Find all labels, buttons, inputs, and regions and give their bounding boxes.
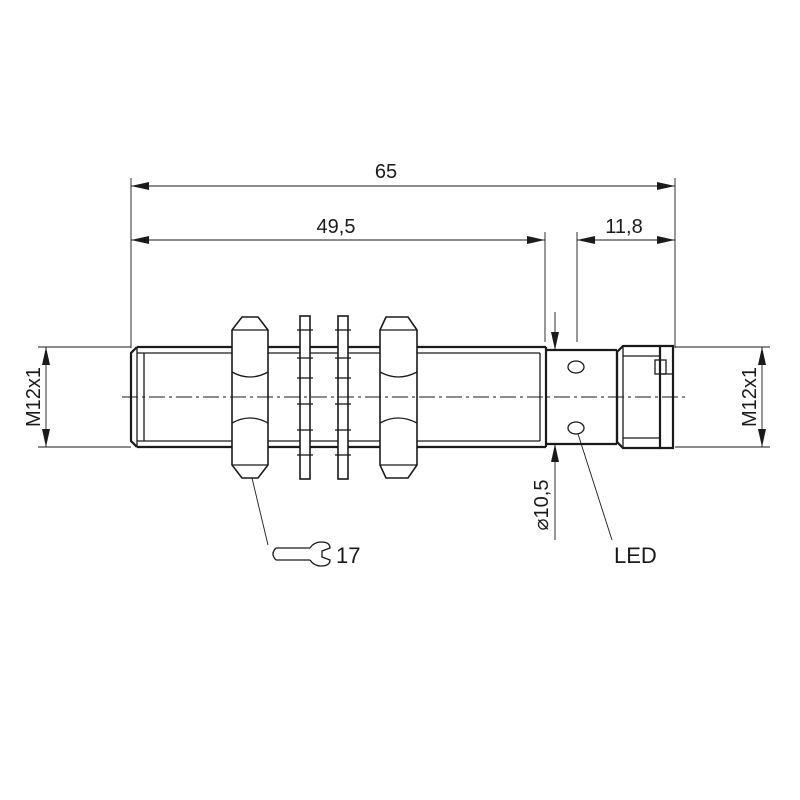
dimension-connector-length: 11,8 bbox=[577, 216, 675, 244]
dimension-thread-left: M12x1 bbox=[23, 347, 50, 447]
dimension-thread-right: M12x1 bbox=[739, 347, 766, 447]
dimension-diameter: ⌀10,5 bbox=[531, 312, 559, 540]
thread-right-label: M12x1 bbox=[739, 367, 761, 427]
extension-lines bbox=[38, 178, 770, 448]
led-window-top bbox=[567, 360, 585, 374]
connector-length-label: 11,8 bbox=[605, 216, 642, 238]
wrench-callout: 17 bbox=[251, 477, 360, 568]
wrench-size-label: 17 bbox=[336, 543, 360, 568]
overall-length-label: 65 bbox=[375, 161, 397, 183]
led-window-bottom bbox=[567, 421, 585, 435]
body-length-label: 49,5 bbox=[317, 216, 356, 238]
dimension-overall-length: 65 bbox=[131, 161, 675, 190]
led-callout: LED bbox=[577, 433, 657, 568]
diameter-label: ⌀10,5 bbox=[531, 480, 553, 531]
dimension-body-length: 49,5 bbox=[131, 216, 545, 244]
wrench-icon bbox=[272, 541, 331, 567]
led-label: LED bbox=[614, 543, 657, 568]
thread-left-label: M12x1 bbox=[23, 367, 45, 427]
